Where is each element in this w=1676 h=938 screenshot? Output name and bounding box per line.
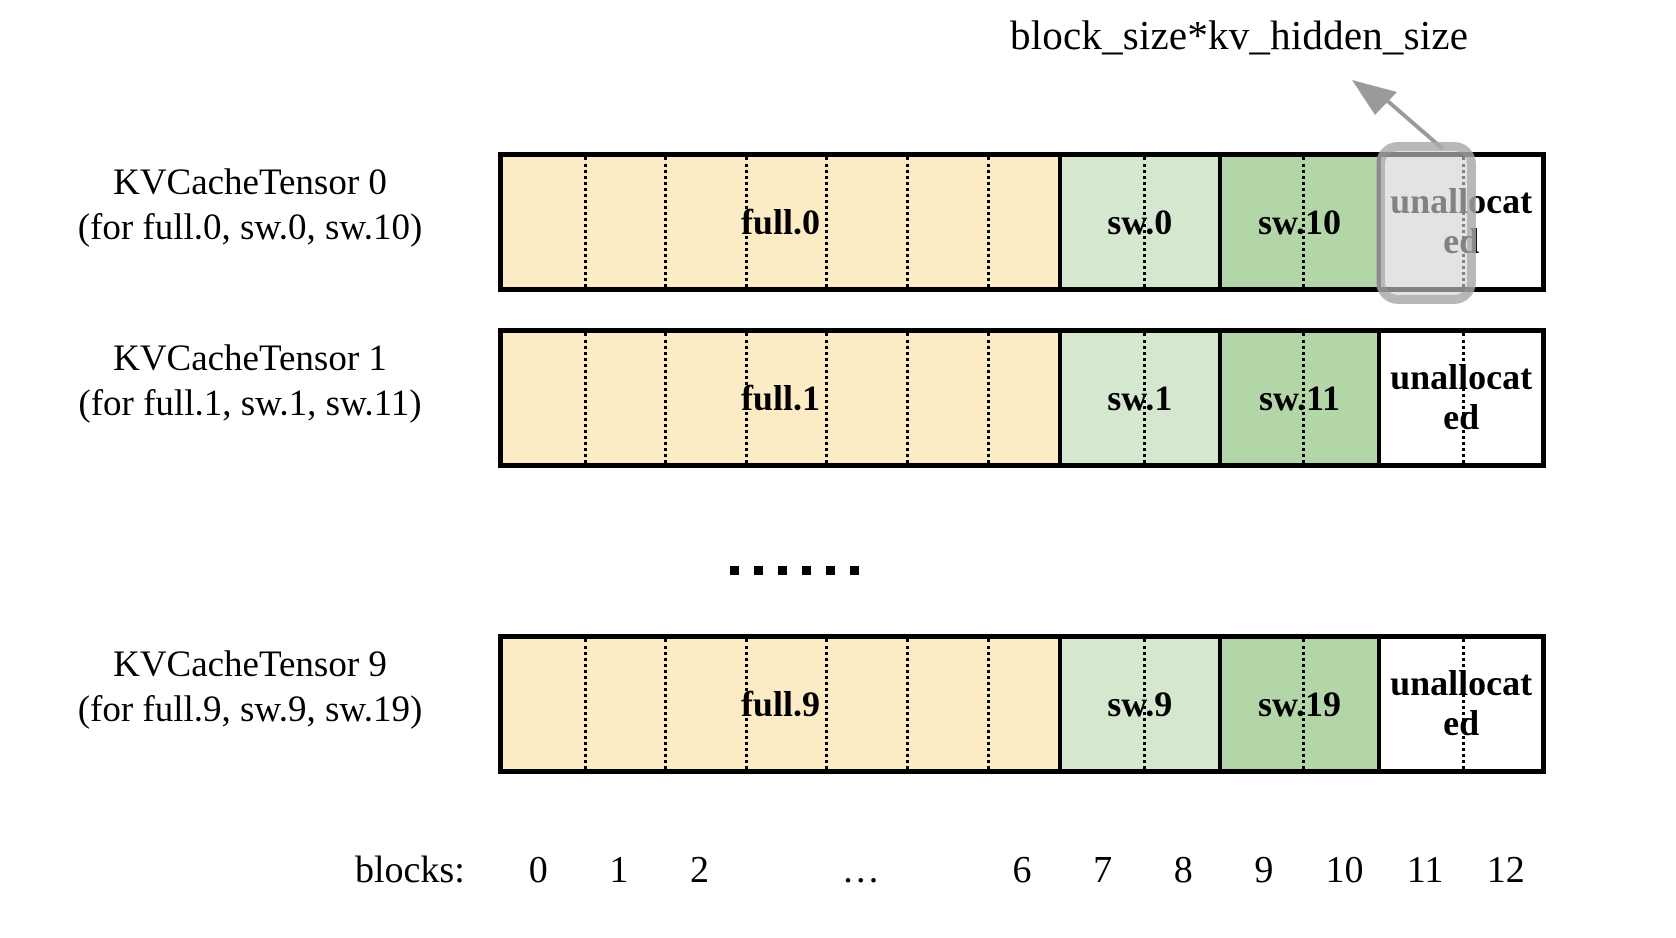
block-tick-0: 0 [528, 849, 548, 891]
block-divider [906, 333, 910, 463]
tensor-segment-unallocated[interactable]: unallocated [1381, 333, 1541, 463]
tensor-segment-full-1[interactable]: full.1 [503, 333, 1062, 463]
kvcache-tensor-bar[interactable]: full.9 sw.9 sw.19 unallocated [498, 634, 1546, 774]
block-divider [1142, 639, 1146, 769]
block-tick-12: 12 [1486, 849, 1525, 891]
block-divider [664, 333, 668, 463]
tensor-segment-sw-9[interactable]: sw.9 [1061, 639, 1222, 769]
block-divider [664, 157, 668, 287]
callout-arrow-icon [1352, 80, 1445, 151]
kvcache-tensor-bar[interactable]: full.0 sw.0 sw.10 unallocated [498, 152, 1546, 292]
ellipsis-dot [826, 566, 835, 575]
block-tick-…: … [841, 849, 880, 891]
tensor-segment-label: sw.11 [1258, 377, 1340, 418]
block-tick-2: 2 [690, 849, 710, 891]
tensor-row-title: KVCacheTensor 0 [113, 162, 387, 203]
block-tick-6: 6 [1012, 849, 1032, 891]
ellipsis-dot [802, 566, 811, 575]
block-tick-9: 9 [1254, 849, 1274, 891]
block-divider [825, 333, 829, 463]
block-tick-7: 7 [1093, 849, 1113, 891]
block-divider [1142, 157, 1146, 287]
tensor-row-title: KVCacheTensor 1 [113, 338, 387, 379]
tensor-segment-sw-1[interactable]: sw.1 [1061, 333, 1222, 463]
block-divider [1302, 157, 1306, 287]
tensor-segment-label: unallocated [1390, 357, 1533, 437]
block-divider [583, 157, 587, 287]
blocks-axis-title: blocks: [355, 849, 465, 891]
block-tick-8: 8 [1173, 849, 1193, 891]
tensor-segment-unallocated[interactable]: unallocated [1381, 639, 1541, 769]
block-divider [986, 157, 990, 287]
tensor-segment-label: sw.1 [1107, 377, 1173, 418]
tensor-segment-full-0[interactable]: full.0 [503, 157, 1062, 287]
block-divider [906, 157, 910, 287]
tensor-segment-sw-10[interactable]: sw.10 [1221, 157, 1382, 287]
tensor-row-subtitle: (for full.9, sw.9, sw.19) [77, 689, 423, 731]
tensor-segment-unallocated[interactable]: unallocated [1381, 157, 1541, 287]
tensor-row-subtitle: (for full.1, sw.1, sw.11) [78, 383, 422, 425]
ellipsis-dot [730, 566, 739, 575]
block-divider [906, 639, 910, 769]
tensor-segment-label: sw.19 [1257, 683, 1341, 724]
block-divider [583, 639, 587, 769]
tensor-row-label: KVCacheTensor 1(for full.1, sw.1, sw.11) [20, 336, 480, 426]
block-divider [664, 639, 668, 769]
tensor-segment-label: full.9 [740, 683, 820, 724]
block-divider [986, 333, 990, 463]
tensor-segment-label: full.0 [740, 201, 820, 242]
block-divider [744, 333, 748, 463]
block-divider [1461, 333, 1465, 463]
ellipsis-dot [778, 566, 787, 575]
tensor-row-label: KVCacheTensor 0(for full.0, sw.0, sw.10) [20, 160, 480, 250]
tensor-segment-full-9[interactable]: full.9 [503, 639, 1062, 769]
kvcache-tensor-bar[interactable]: full.1 sw.1 sw.11 unallocated [498, 328, 1546, 468]
callout-label: block_size*kv_hidden_size [1010, 12, 1469, 58]
ellipsis-dot [850, 566, 859, 575]
tensor-segment-sw-19[interactable]: sw.19 [1221, 639, 1382, 769]
block-divider [1302, 333, 1306, 463]
block-divider [1142, 333, 1146, 463]
tensor-segment-label: unallocated [1390, 181, 1533, 261]
block-divider [744, 639, 748, 769]
block-divider [825, 639, 829, 769]
tensor-segment-label: sw.0 [1107, 201, 1173, 242]
tensor-segment-label: sw.10 [1257, 201, 1341, 242]
block-divider [583, 333, 587, 463]
tensor-segment-label: sw.9 [1107, 683, 1173, 724]
tensor-row-title: KVCacheTensor 9 [113, 644, 387, 685]
tensor-row-label: KVCacheTensor 9(for full.9, sw.9, sw.19) [20, 642, 480, 732]
tensor-segment-sw-11[interactable]: sw.11 [1221, 333, 1382, 463]
block-divider [1461, 639, 1465, 769]
block-divider [1302, 639, 1306, 769]
block-tick-11: 11 [1406, 849, 1444, 891]
tensor-row-subtitle: (for full.0, sw.0, sw.10) [77, 207, 423, 249]
tensor-segment-label: full.1 [740, 377, 820, 418]
tensor-segment-label: unallocated [1390, 663, 1533, 743]
block-divider [986, 639, 990, 769]
ellipsis-dot [754, 566, 763, 575]
rows-ellipsis [730, 566, 859, 575]
block-divider [744, 157, 748, 287]
block-tick-1: 1 [609, 849, 629, 891]
block-tick-10: 10 [1325, 849, 1364, 891]
tensor-segment-sw-0[interactable]: sw.0 [1061, 157, 1222, 287]
block-divider [825, 157, 829, 287]
